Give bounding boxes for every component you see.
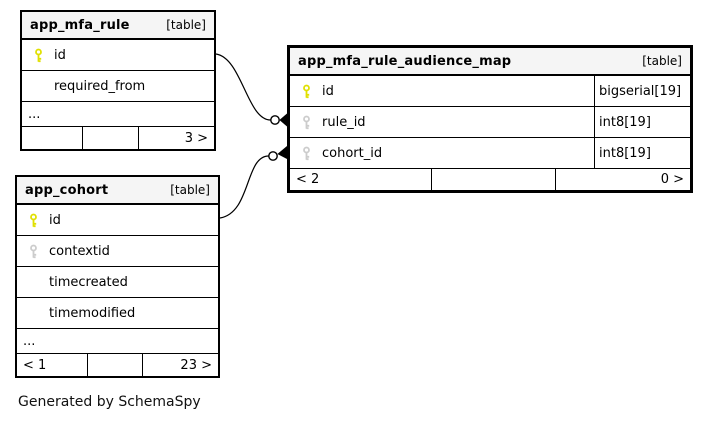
relation-app_cohort-id-to-cohort_id	[219, 146, 287, 219]
column-row-required_from: required_from	[22, 70, 214, 101]
footer-parents-count: < 1	[23, 357, 47, 373]
footer-spacer	[82, 127, 138, 149]
column-name-cell: id	[17, 205, 218, 235]
column-name: timecreated	[49, 274, 128, 290]
table-tag: [table]	[170, 183, 210, 197]
table-header: app_mfa_rule [table]	[22, 12, 214, 40]
footer-spacer	[431, 169, 555, 190]
primary-key-icon	[301, 84, 312, 99]
column-row-rule_id: rule_id int8[19]	[290, 106, 690, 137]
foreign-key-icon	[301, 115, 312, 130]
column-row-id: id	[17, 205, 218, 235]
column-row-more: ...	[17, 328, 218, 353]
footer-parents-count	[22, 127, 82, 149]
column-name-cell: contextid	[17, 236, 218, 266]
table-header: app_mfa_rule_audience_map [table]	[290, 48, 690, 76]
table-header: app_cohort [table]	[17, 177, 218, 205]
column-name-cell: ...	[17, 329, 218, 353]
column-rows: id required_from...	[22, 40, 214, 126]
column-type: bigserial[19]	[594, 76, 690, 106]
column-name: contextid	[49, 243, 110, 259]
table-app_cohort: app_cohort [table] id contextid timecreate…	[15, 175, 220, 378]
column-name-cell: timecreated	[17, 267, 218, 297]
table-title[interactable]: app_mfa_rule_audience_map	[298, 53, 512, 69]
column-name: required_from	[54, 78, 146, 94]
table-app_mfa_rule_audience_map: app_mfa_rule_audience_map [table] id bigs…	[287, 45, 693, 193]
table-tag: [table]	[166, 18, 206, 32]
footer-parents-count: < 2	[296, 172, 320, 187]
crow-foot-arrow	[279, 113, 287, 127]
crow-foot-arrow	[277, 146, 287, 159]
column-name: ...	[23, 333, 36, 349]
column-rows: id contextid timecreated timemodified...	[17, 205, 218, 353]
column-name: ...	[28, 106, 41, 122]
table-footer: 3 >	[22, 126, 214, 149]
column-name: id	[322, 83, 334, 99]
column-name-cell: required_from	[22, 71, 214, 101]
generated-by-caption: Generated by SchemaSpy	[18, 394, 201, 410]
column-row-id: id	[22, 40, 214, 70]
footer-spacer	[87, 354, 142, 376]
column-name-cell: ...	[22, 102, 214, 126]
column-name-cell: id	[290, 76, 594, 106]
column-row-timecreated: timecreated	[17, 266, 218, 297]
footer-children-count: 3 >	[138, 127, 214, 149]
column-name: rule_id	[322, 114, 366, 130]
column-name-cell: timemodified	[17, 298, 218, 328]
table-footer: < 2 0 >	[290, 168, 690, 190]
column-name-cell: cohort_id	[290, 138, 594, 168]
column-row-cohort_id: cohort_id int8[19]	[290, 137, 690, 168]
column-type: int8[19]	[594, 138, 690, 168]
column-row-contextid: contextid	[17, 235, 218, 266]
column-name-cell: id	[22, 40, 214, 70]
primary-key-icon	[28, 213, 39, 228]
column-name: timemodified	[49, 305, 136, 321]
column-type: int8[19]	[594, 107, 690, 137]
column-row-more: ...	[22, 101, 214, 126]
table-title[interactable]: app_mfa_rule	[30, 17, 130, 33]
column-name: id	[49, 212, 61, 228]
table-title[interactable]: app_cohort	[25, 182, 109, 198]
column-name: id	[54, 47, 66, 63]
column-name: cohort_id	[322, 145, 383, 161]
zero-many-circle	[268, 151, 278, 161]
relation-app_mfa_rule-id-to-rule_id	[215, 53, 287, 127]
column-rows: id bigserial[19] rule_id int8[19] cohort_id i…	[290, 76, 690, 168]
footer-children-count: 0 >	[555, 169, 690, 190]
zero-many-circle	[270, 115, 280, 125]
foreign-key-icon	[301, 146, 312, 161]
column-row-id: id bigserial[19]	[290, 76, 690, 106]
primary-key-icon	[33, 48, 44, 63]
column-row-timemodified: timemodified	[17, 297, 218, 328]
foreign-key-icon	[28, 244, 39, 259]
table-tag: [table]	[642, 54, 682, 68]
footer-children-count: 23 >	[142, 354, 218, 376]
column-name-cell: rule_id	[290, 107, 594, 137]
table-footer: < 1 23 >	[17, 353, 218, 376]
